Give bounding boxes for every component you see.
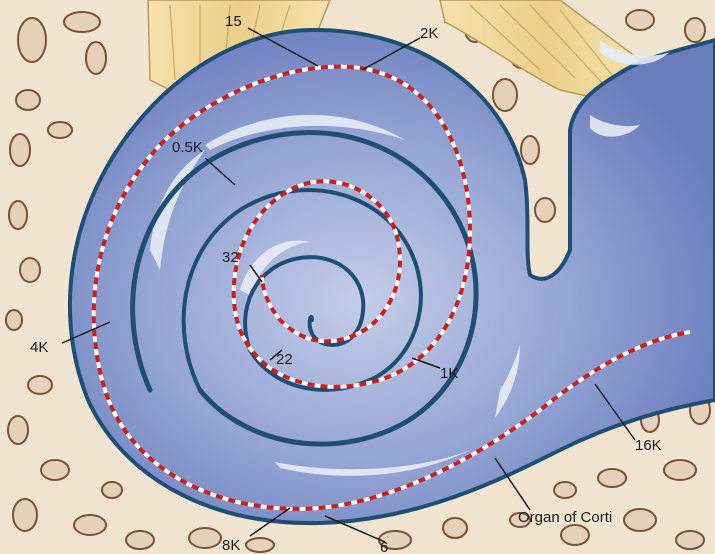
label-15: 15 (225, 13, 242, 30)
label-32: 32 (222, 249, 239, 266)
label-4k: 4K (30, 339, 48, 356)
label-1k: 1K (440, 365, 458, 382)
label-6: 6 (380, 539, 388, 554)
label-0-5k: 0.5K (172, 139, 203, 156)
label-8k: 8K (222, 537, 240, 554)
label-22: 22 (276, 351, 293, 368)
label-organ-of-corti: Organ of Corti (518, 509, 612, 526)
label-16k: 16K (635, 437, 662, 454)
label-2k: 2K (420, 25, 438, 42)
